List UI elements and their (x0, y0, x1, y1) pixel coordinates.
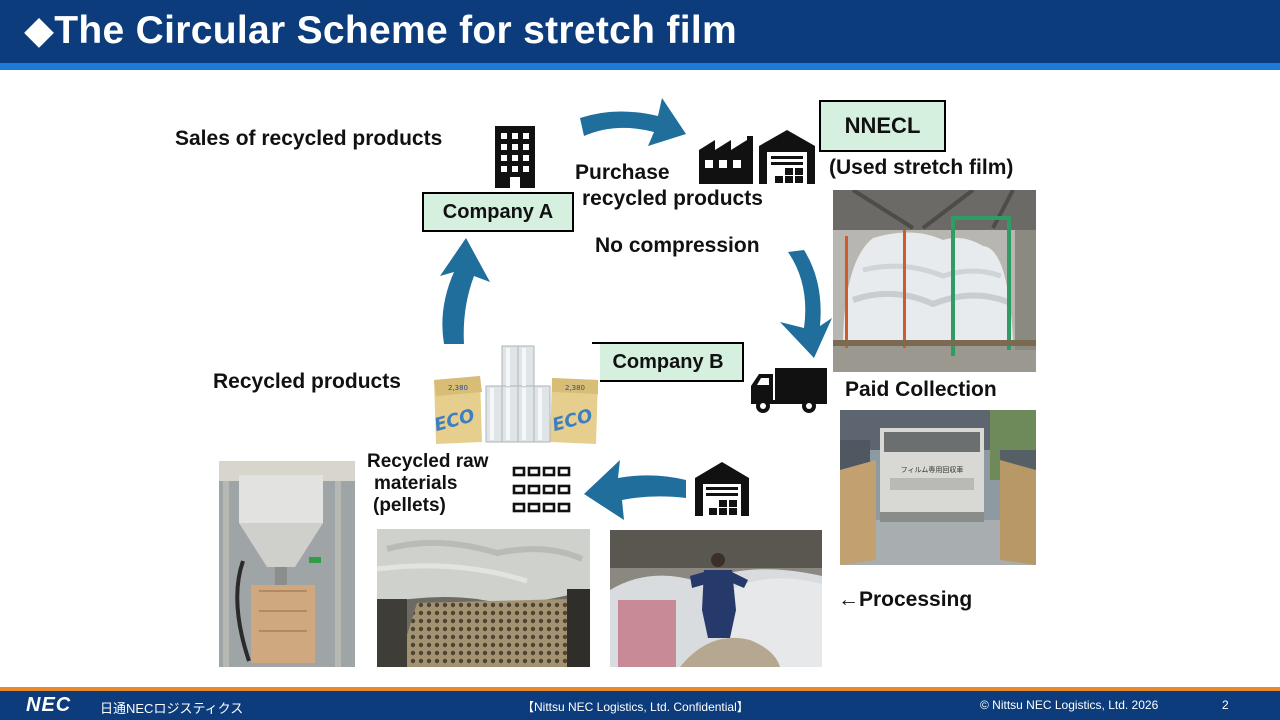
title-accent-stripe (0, 63, 1280, 70)
company-a-box: Company A (422, 192, 574, 232)
pellets-photo (377, 529, 590, 667)
processing-label: ←Processing (838, 588, 973, 611)
truck-sign-text: フィルム専用回収車 (901, 465, 964, 474)
copyright: © Nittsu NEC Logistics, Ltd. 2026 (980, 698, 1159, 712)
raw-materials-label-line2: materials (374, 473, 458, 494)
arrow-to-pellets (584, 460, 686, 520)
used-film-label: (Used stretch film) (829, 156, 1014, 179)
collection-truck-photo: フィルム専用回収車 (840, 410, 1036, 565)
raw-materials-label-line1: Recycled raw (367, 451, 489, 472)
truck-icon (751, 368, 827, 413)
footer-accent-line (0, 687, 1280, 691)
recycled-products-label: Recycled products (213, 370, 401, 393)
product-code-left: 2,380 (448, 384, 468, 392)
product-code-right: 2,380 (565, 384, 585, 392)
arrow-to-collection (780, 250, 832, 358)
arrow-to-company-a (440, 238, 490, 344)
nnecl-box: NNECL (819, 100, 946, 152)
raw-materials-label-line3: (pellets) (373, 495, 446, 516)
purchase-label-line2: recycled products (582, 187, 763, 210)
footer-bar: NEC 日通NECロジスティクス 【Nittsu NEC Logistics, … (0, 691, 1280, 720)
page-number: 2 (1222, 698, 1229, 712)
paid-collection-label: Paid Collection (845, 378, 997, 401)
sales-label: Sales of recycled products (175, 127, 443, 150)
slide-title: ◆The Circular Scheme for stretch film (24, 9, 737, 52)
purchase-label-line1: Purchase (575, 161, 670, 184)
no-compression-label: No compression (595, 234, 760, 257)
warehouse-icon (695, 462, 749, 516)
title-bar: ◆The Circular Scheme for stretch film (0, 0, 1280, 63)
arrow-to-nnecl (580, 98, 686, 146)
pellet-grid-icon (512, 466, 571, 513)
used-film-photo (833, 190, 1036, 372)
company-b-box: Company B (592, 342, 744, 382)
recycled-products-image: ECO 2,380 ECO 2,380 (432, 344, 600, 444)
nec-logo: NEC (26, 694, 72, 716)
silo-photo (219, 461, 355, 667)
office-building-icon (495, 126, 535, 188)
factory-warehouse-icon (699, 130, 815, 184)
company-name-jp: 日通NECロジスティクス (100, 701, 244, 716)
processing-photo (610, 530, 822, 667)
confidential-notice: 【Nittsu NEC Logistics, Ltd. Confidential… (522, 700, 749, 714)
